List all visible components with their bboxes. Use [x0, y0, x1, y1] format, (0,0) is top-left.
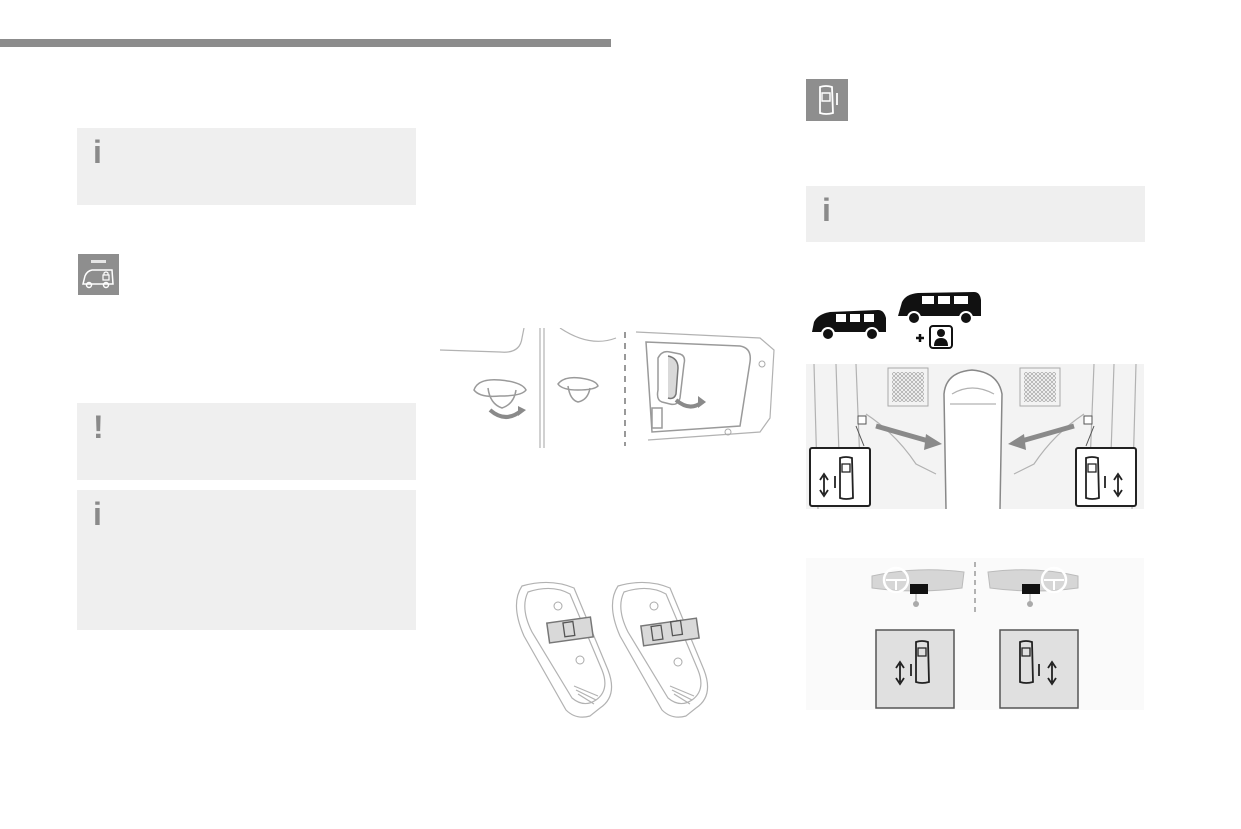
sliding-door-icon: [806, 79, 848, 121]
info-note-box: i: [77, 128, 416, 205]
door-handle-illustration: [440, 328, 778, 448]
info-icon: i: [93, 496, 102, 532]
van-lock-icon: [78, 254, 119, 295]
warning-note-box: !: [77, 403, 416, 480]
vehicle-versions-illustration: [806, 288, 986, 354]
dashboard-switches-illustration: [806, 558, 1144, 710]
warning-icon: !: [93, 409, 104, 445]
info-note-box: i: [77, 490, 416, 630]
sliding-door-switches-illustration: [806, 364, 1144, 509]
info-icon: i: [822, 192, 831, 228]
key-fob-illustration: [440, 578, 778, 724]
info-note-box: i: [806, 186, 1145, 242]
section-header-bar: [0, 39, 611, 47]
info-icon: i: [93, 134, 102, 170]
